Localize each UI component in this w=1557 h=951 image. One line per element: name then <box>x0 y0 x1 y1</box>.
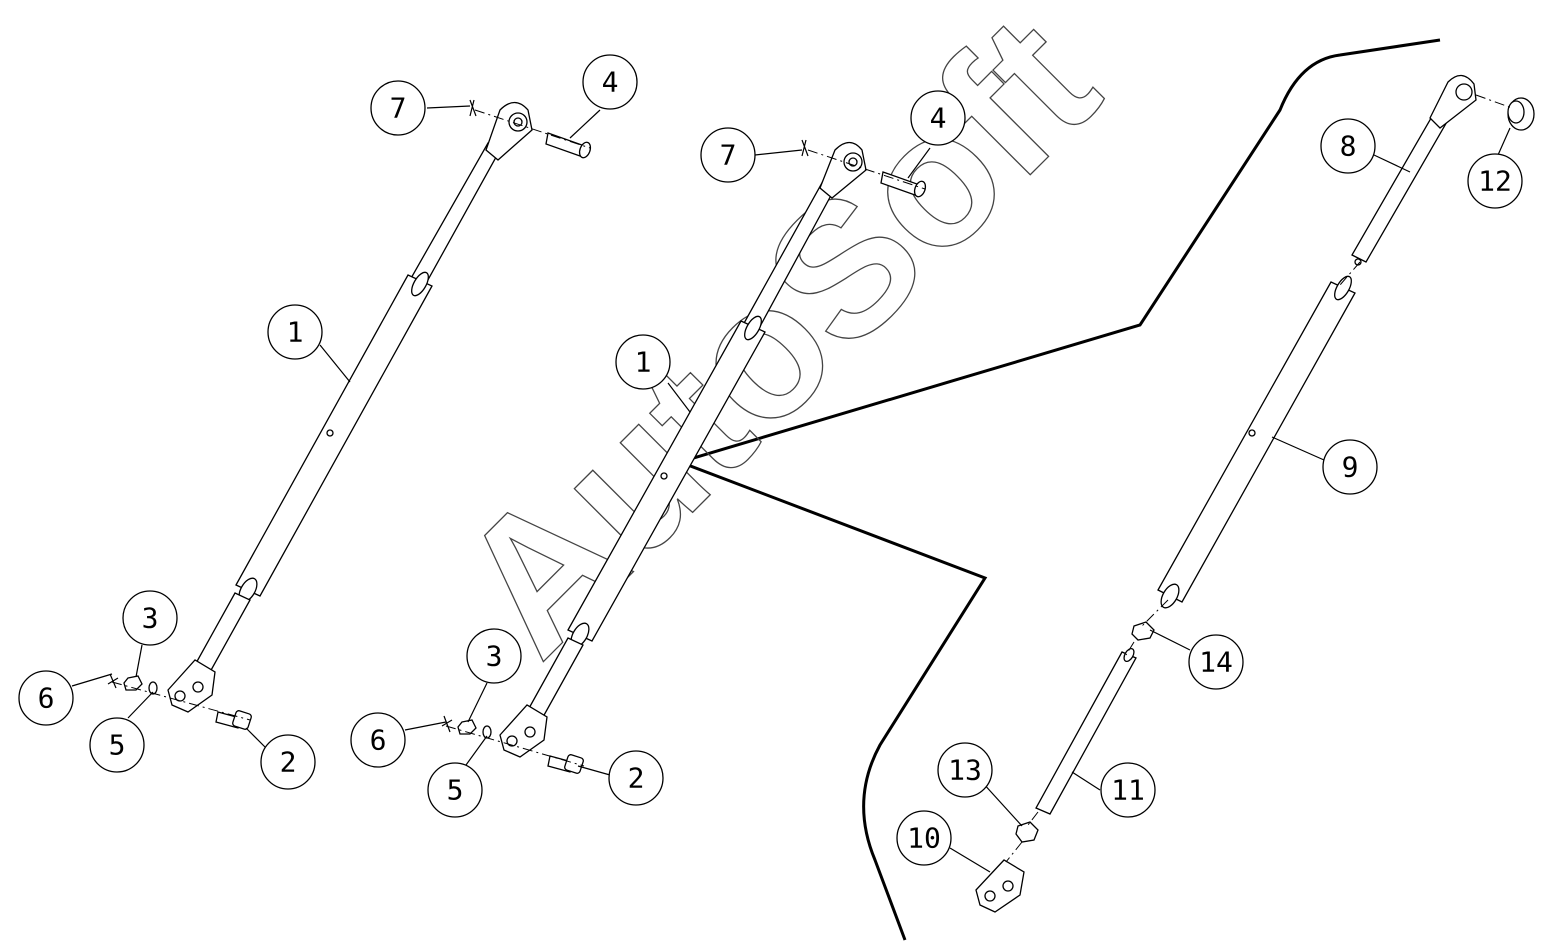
callout-10: 10 <box>896 810 952 866</box>
callout-3-middle: 3 <box>466 628 522 684</box>
svg-text:2: 2 <box>280 746 297 779</box>
callout-11: 11 <box>1100 762 1156 818</box>
svg-text:7: 7 <box>720 139 737 172</box>
callout-12: 12 <box>1467 153 1523 209</box>
leader-lines <box>71 105 1511 873</box>
svg-text:6: 6 <box>370 724 387 757</box>
callout-4-middle: 4 <box>910 90 966 146</box>
callout-9: 9 <box>1322 439 1378 495</box>
gas-strut-assembly-left <box>107 99 592 730</box>
callout-6-left: 6 <box>18 670 74 726</box>
callout-6-middle: 6 <box>350 712 406 768</box>
callout-5-middle: 5 <box>427 762 483 818</box>
strut-assembly-right <box>975 74 1535 913</box>
svg-text:6: 6 <box>38 682 55 715</box>
svg-text:4: 4 <box>930 102 947 135</box>
svg-text:1: 1 <box>635 346 652 379</box>
callout-7-middle: 7 <box>700 127 756 183</box>
svg-text:4: 4 <box>602 66 619 99</box>
svg-text:9: 9 <box>1342 451 1359 484</box>
svg-text:1: 1 <box>287 316 304 349</box>
svg-text:5: 5 <box>109 729 126 762</box>
callout-3-left: 3 <box>122 590 178 646</box>
callouts: 7 4 1 3 6 5 2 7 4 1 3 6 5 2 8 12 9 14 13… <box>18 54 1523 866</box>
callout-2-middle: 2 <box>608 750 664 806</box>
svg-text:5: 5 <box>447 774 464 807</box>
frame-outline <box>675 38 1441 941</box>
callout-5-left: 5 <box>89 717 145 773</box>
svg-text:11: 11 <box>1111 774 1145 807</box>
svg-text:13: 13 <box>948 754 982 787</box>
svg-text:10: 10 <box>907 822 941 855</box>
svg-text:7: 7 <box>390 92 407 125</box>
callout-14: 14 <box>1188 634 1244 690</box>
svg-text:3: 3 <box>486 640 503 673</box>
callout-7-left: 7 <box>370 80 426 136</box>
watermark: AutoSoft <box>418 0 1136 695</box>
callout-1-middle: 1 <box>615 334 671 390</box>
svg-text:14: 14 <box>1199 646 1233 679</box>
svg-text:8: 8 <box>1340 130 1357 163</box>
callout-2-left: 2 <box>260 734 316 790</box>
svg-text:3: 3 <box>142 602 159 635</box>
callout-1-left: 1 <box>267 304 323 360</box>
svg-text:2: 2 <box>628 762 645 795</box>
svg-text:AutoSoft: AutoSoft <box>419 0 1136 694</box>
callout-13: 13 <box>937 742 993 798</box>
callout-8: 8 <box>1320 118 1376 174</box>
svg-text:12: 12 <box>1478 165 1512 198</box>
callout-4-left: 4 <box>582 54 638 110</box>
gas-strut-assembly-middle <box>441 139 927 774</box>
